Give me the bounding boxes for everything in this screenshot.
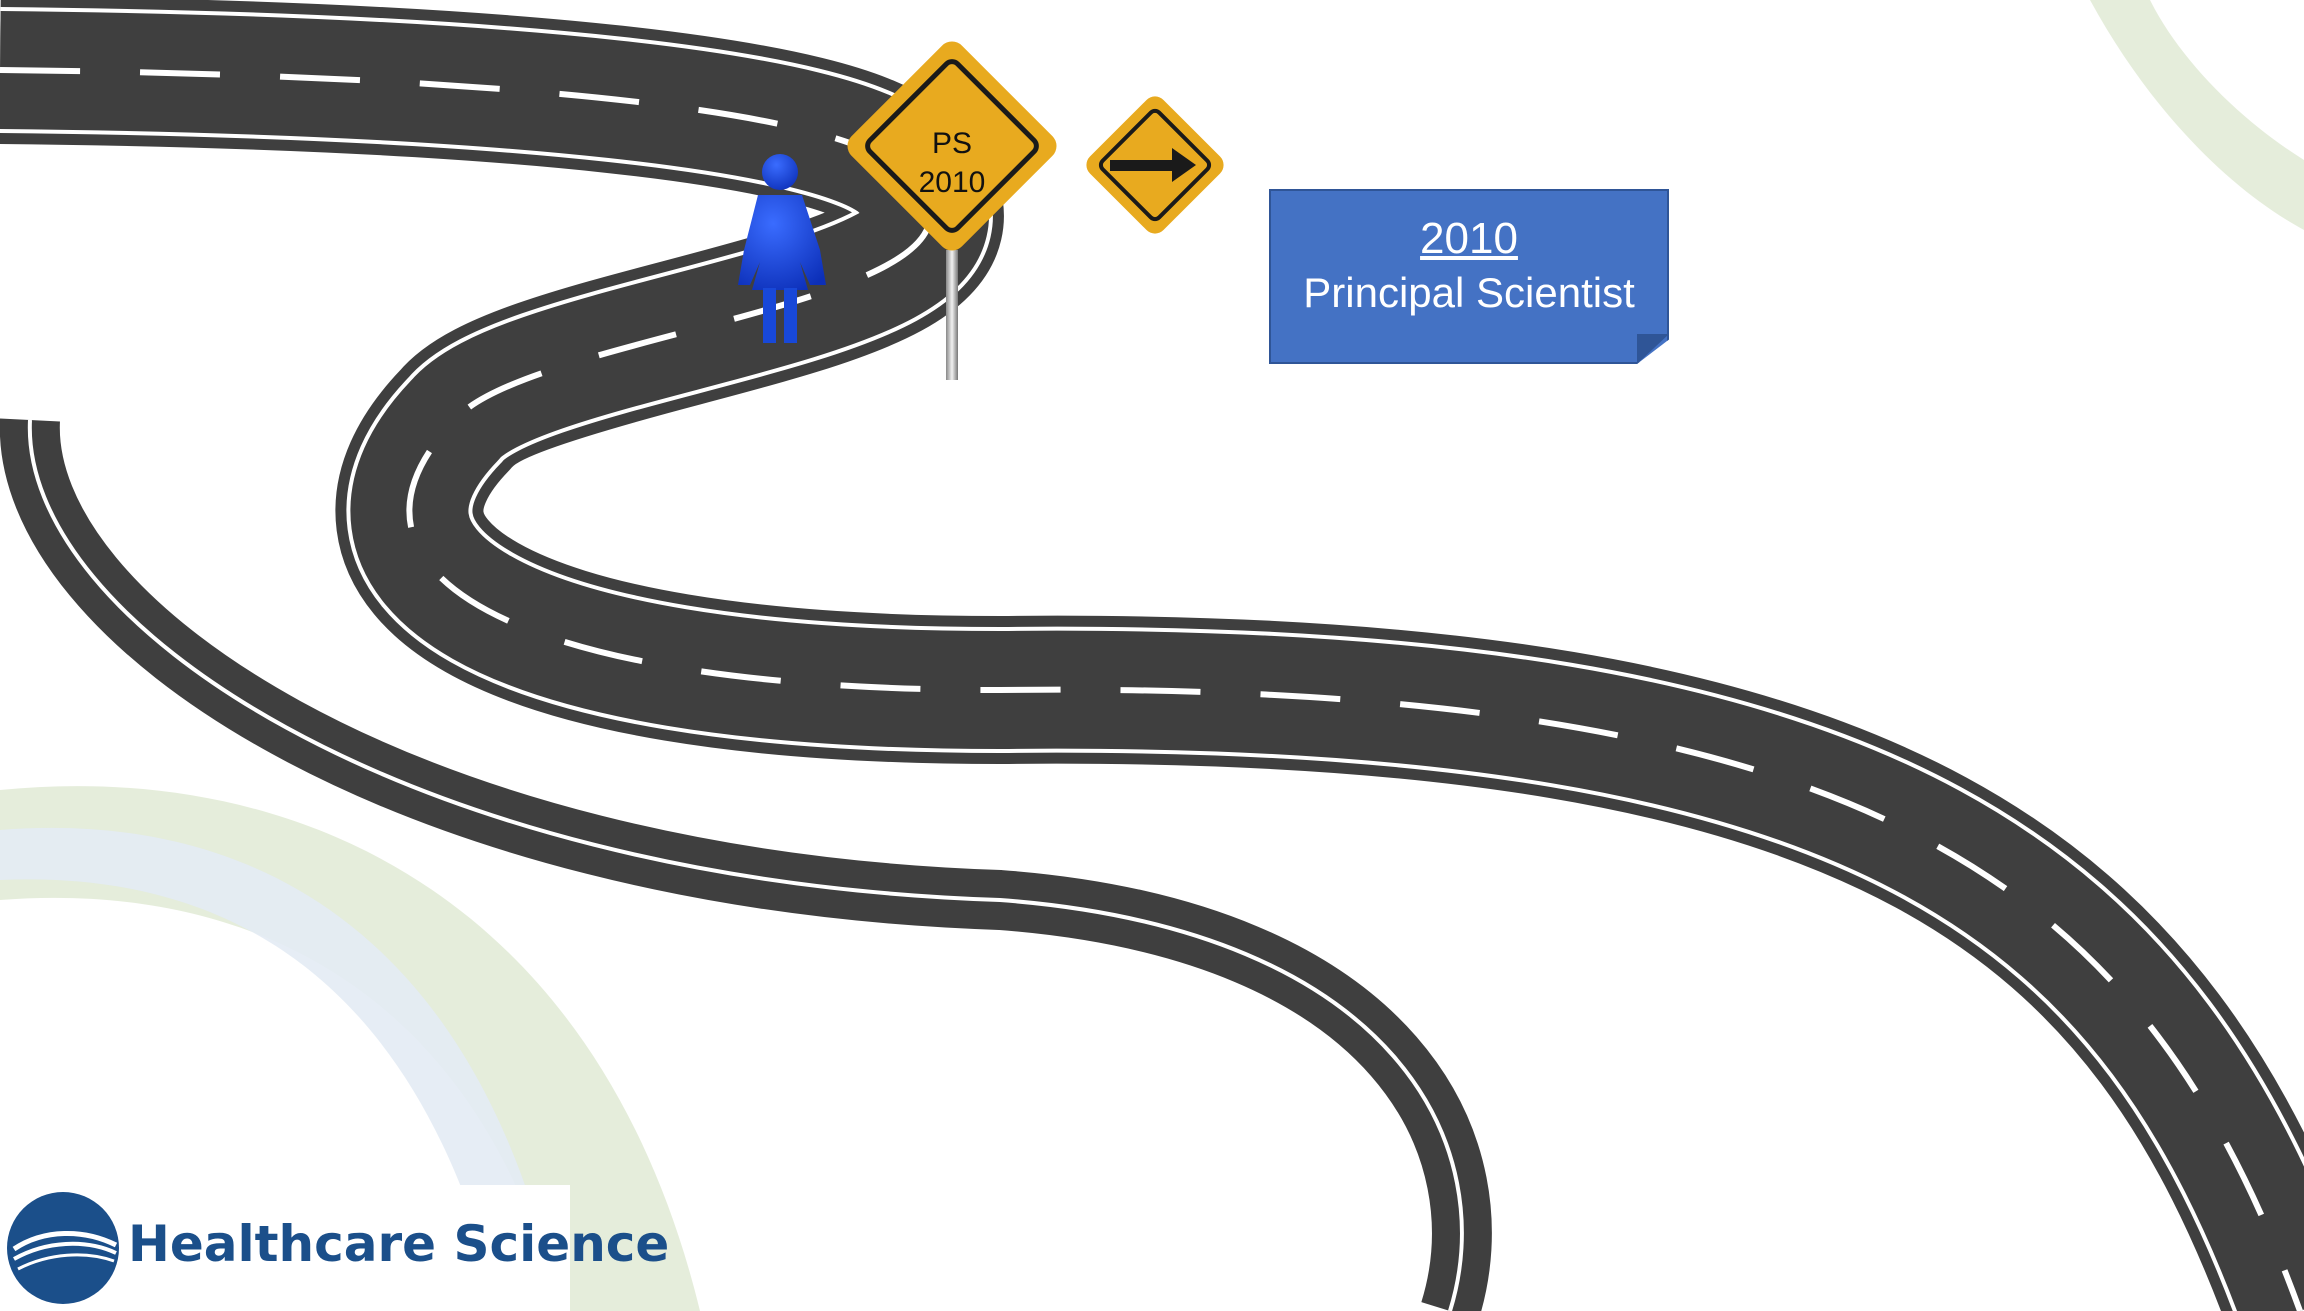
healthcare-science-logo: Healthcare Science [0,1185,669,1311]
road-shoulder [0,418,1492,1311]
healthcare-science-logo-icon [7,1192,119,1304]
sign-line-1: PS [932,127,972,160]
right-arrow-icon [1110,148,1196,182]
ps-2010-road-sign: PS 2010 [847,41,1057,380]
milestone-year: 2010 [1420,214,1518,263]
woman-figure-icon [738,154,826,343]
logo-text: Healthcare Science [128,1215,670,1273]
right-arrow-sign [1086,96,1224,234]
milestone-note: 2010 Principal Scientist [1269,189,1669,364]
milestone-role: Principal Scientist [1303,269,1635,316]
sign-line-2: 2010 [919,166,986,199]
